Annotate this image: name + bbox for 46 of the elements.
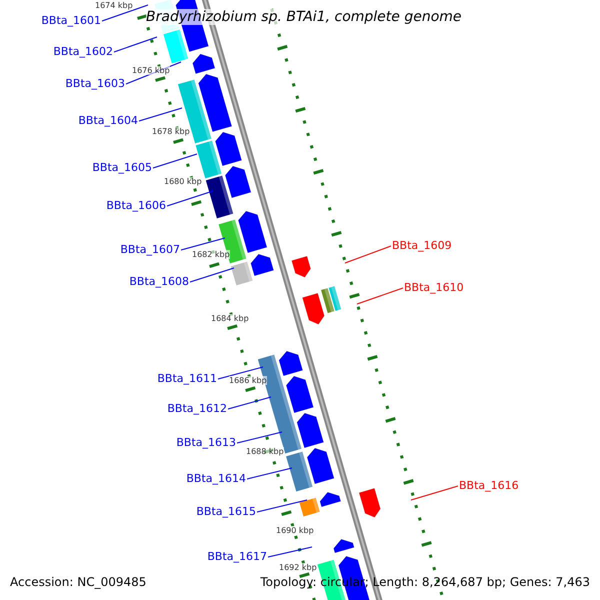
gene-label: BBta_1601	[41, 14, 101, 27]
leader-line	[180, 238, 226, 250]
tick-label: 1682 kbp	[192, 250, 230, 258]
info-text: Topology: circular; Length: 8,264,687 bp; Genes: 7,463	[260, 575, 590, 589]
leader-line	[344, 246, 392, 264]
leader-line	[138, 108, 182, 122]
tick-label: 1690 kbp	[276, 526, 314, 534]
tick-label: 1680 kbp	[164, 176, 202, 186]
info-text: Accession: NC_009485	[10, 575, 146, 589]
leader-line	[246, 468, 292, 480]
leader-line	[410, 486, 458, 500]
gene-label: BBta_1612	[167, 402, 227, 415]
leader-line	[356, 288, 404, 304]
tick-label: 1674 kbp	[95, 0, 133, 10]
leader-line	[256, 500, 308, 512]
leader-line	[268, 546, 312, 558]
tick-label: 1686 kbp	[229, 376, 267, 384]
gene-label: BBta_1603	[65, 77, 125, 90]
leader-line	[114, 36, 158, 52]
gene-label: BBta_1609	[392, 239, 452, 252]
leader-line	[102, 4, 148, 22]
gene-label: BBta_1616	[459, 479, 519, 492]
leader-line	[126, 62, 182, 84]
tick-label: 1676 kbp	[132, 66, 170, 74]
gene-label: BBta_1604	[78, 114, 138, 127]
gene-label: BBta_1615	[196, 505, 256, 518]
leader-line	[166, 190, 214, 206]
gene-label: BBta_1617	[207, 550, 267, 563]
gene-label: BBta_1607	[120, 243, 180, 256]
leader-line	[236, 432, 282, 444]
gene-label: BBta_1610	[404, 281, 464, 294]
gene-label: BBta_1606	[106, 199, 166, 212]
tick-label: 1684 kbp	[211, 314, 249, 322]
gene-label: BBta_1602	[53, 45, 113, 58]
gene-label: BBta_1611	[157, 372, 217, 385]
tick-label: 1692 kbp	[279, 562, 317, 572]
gene-label: BBta_1614	[186, 472, 246, 485]
gene-label: BBta_1608	[129, 275, 189, 288]
leader-line	[218, 366, 264, 380]
gene-label: BBta_1613	[176, 436, 236, 449]
leader-line	[152, 154, 198, 168]
tick-label: 1688 kbp	[246, 446, 284, 456]
tick-label: 1678 kbp	[152, 126, 190, 136]
gene-label: BBta_1605	[92, 161, 152, 174]
leader-line	[190, 268, 234, 282]
leader-line	[228, 396, 272, 410]
